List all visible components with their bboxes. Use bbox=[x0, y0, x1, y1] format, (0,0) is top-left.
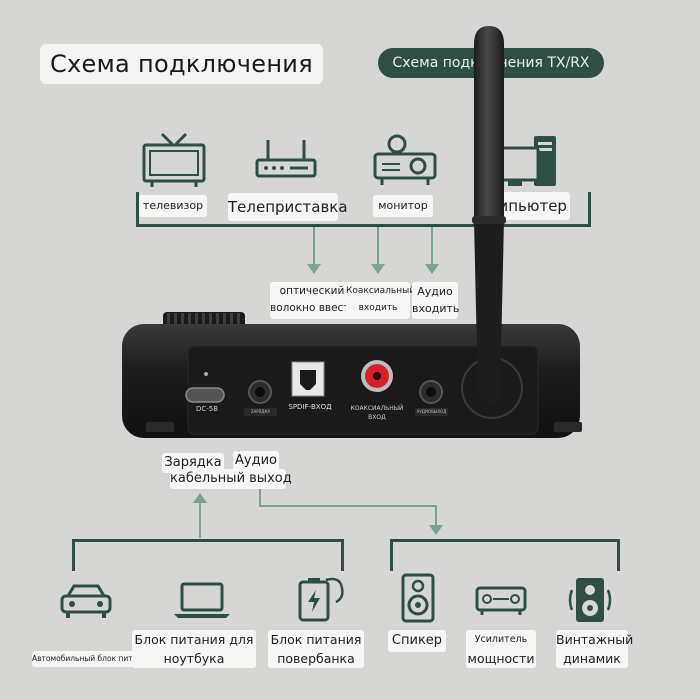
set-top-box-icon bbox=[255, 140, 317, 178]
arrow-audio-head bbox=[425, 264, 439, 274]
port-label-coax: КОАКСИАЛЬНЫЙ ВХОД bbox=[345, 404, 409, 422]
tv-icon bbox=[142, 132, 206, 187]
power-label-powerbank-line1: Блок питания bbox=[270, 632, 362, 647]
input-label-optical-line1: оптический bbox=[279, 285, 345, 297]
input-label-coax-line2: входить bbox=[358, 303, 398, 313]
speaker-icon bbox=[401, 573, 435, 623]
antenna bbox=[472, 26, 506, 404]
audio-label-amplifier-line1: Усилитель bbox=[474, 634, 528, 645]
bottom-right-bracket-left bbox=[390, 539, 393, 571]
top-bracket-line bbox=[136, 224, 591, 227]
device-label-set-top-box: Телеприставка bbox=[228, 193, 348, 221]
output-label-audio-line2: кабельный выход bbox=[170, 469, 292, 489]
output-label-charge: Зарядка bbox=[162, 453, 224, 473]
port-label-dc: DC-5B bbox=[195, 405, 219, 413]
power-label-powerbank: Блок питания повербанка bbox=[268, 630, 364, 668]
top-bracket-right bbox=[588, 192, 591, 227]
input-label-coax-line1: Коаксиальный bbox=[346, 286, 416, 296]
arrow-optical-line bbox=[313, 227, 315, 267]
arrow-audio-out-horizontal bbox=[259, 505, 437, 507]
port-label-spdif: SPDIF-ВХОД bbox=[288, 403, 332, 411]
arrow-power-line bbox=[199, 502, 201, 538]
input-label-optical-line2: волокно ввести bbox=[270, 302, 357, 314]
device-label-tv: телевизор bbox=[139, 195, 207, 217]
arrow-coax-head bbox=[371, 264, 385, 274]
laptop-icon bbox=[174, 582, 230, 618]
audio-label-speaker: Спикер bbox=[388, 630, 446, 652]
port-label-coax-line1: КОАКСИАЛЬНЫЙ bbox=[350, 405, 404, 412]
page-title: Схема подключения bbox=[40, 44, 323, 84]
power-label-laptop-line2: ноутбука bbox=[163, 651, 225, 666]
car-icon bbox=[60, 584, 112, 618]
input-label-audio-line2: входить bbox=[412, 302, 460, 315]
arrow-power-head bbox=[193, 493, 207, 503]
vintage-speaker-icon bbox=[568, 578, 612, 622]
arrow-audio-out-head bbox=[429, 525, 443, 535]
audio-label-vintage: Винтажный динамик bbox=[556, 630, 634, 668]
port-label-jack-right: АУДИОВЫХОД bbox=[416, 409, 447, 414]
bottom-left-bracket-left bbox=[72, 539, 75, 571]
port-label-coax-line2: ВХОД bbox=[368, 414, 386, 421]
output-label-audio-line1: Аудио bbox=[233, 451, 279, 471]
arrow-audio-out-down bbox=[435, 505, 437, 527]
power-label-laptop-line1: Блок питания для bbox=[134, 632, 254, 647]
input-label-audio: Аудио входить bbox=[412, 282, 460, 319]
bottom-right-bracket-line bbox=[390, 539, 620, 542]
arrow-audio-out-vertical bbox=[259, 489, 261, 507]
power-label-car: Автомобильный блок питания bbox=[32, 651, 152, 667]
arrow-audio-line bbox=[431, 227, 433, 267]
amplifier-icon bbox=[475, 586, 527, 615]
port-label-jack-left: ЗАРЯДКА bbox=[250, 409, 271, 414]
bottom-left-bracket-right bbox=[341, 539, 344, 571]
bottom-right-bracket-right bbox=[617, 539, 620, 571]
power-label-laptop: Блок питания для ноутбука bbox=[132, 630, 256, 668]
bottom-left-bracket-line bbox=[72, 539, 344, 542]
power-label-powerbank-line2: повербанка bbox=[277, 651, 355, 666]
device-label-projector: монитор bbox=[373, 195, 433, 217]
input-label-coax: Коаксиальный входить bbox=[346, 282, 416, 319]
audio-label-vintage-line2: динамик bbox=[563, 651, 621, 666]
projector-icon bbox=[373, 134, 437, 185]
audio-label-amplifier: Усилитель мощности bbox=[466, 630, 536, 668]
arrow-optical-head bbox=[307, 264, 321, 274]
input-label-audio-line1: Аудио bbox=[417, 285, 453, 298]
arrow-coax-line bbox=[377, 227, 379, 267]
audio-label-vintage-line1: Винтажный bbox=[556, 632, 634, 647]
top-bracket-left bbox=[136, 192, 139, 227]
audio-label-amplifier-line2: мощности bbox=[467, 651, 535, 666]
powerbank-icon bbox=[298, 577, 344, 622]
input-label-optical: оптический волокно ввести bbox=[270, 282, 357, 319]
device-body bbox=[122, 312, 582, 438]
